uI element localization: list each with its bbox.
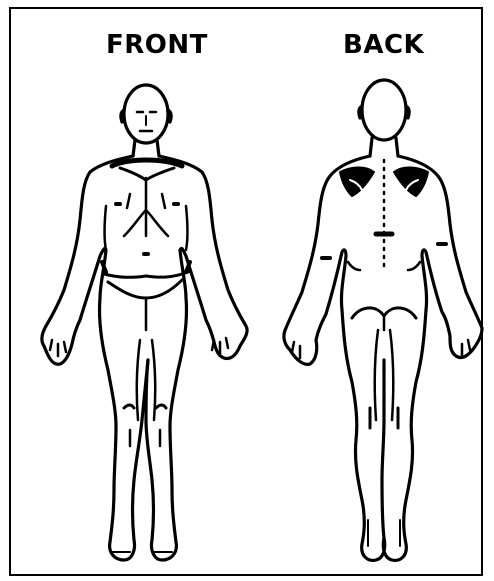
front-left-outline xyxy=(42,156,148,560)
back-body-figure xyxy=(284,80,482,560)
back-head xyxy=(362,80,406,140)
front-right-outline xyxy=(146,156,247,560)
front-head xyxy=(124,85,168,143)
back-right-outline xyxy=(383,156,482,560)
front-body-figure xyxy=(42,85,247,560)
